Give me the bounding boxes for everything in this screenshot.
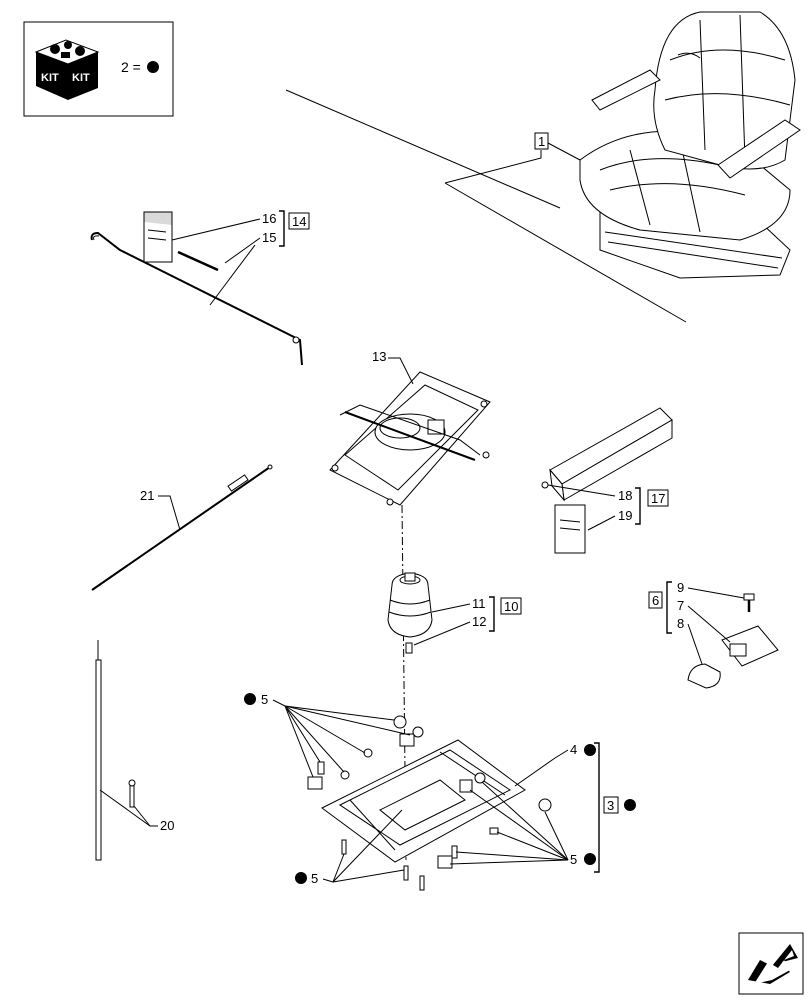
callout-10: 10 — [504, 599, 518, 614]
callout-box-14 — [288, 212, 310, 230]
callout-4: 4 — [570, 742, 577, 757]
kit-bullet-icon-5-bottom-left — [295, 872, 307, 884]
long-rod-part — [95, 640, 136, 861]
kit-bullet-icon — [147, 61, 159, 73]
callout-5-top: 5 — [261, 692, 268, 707]
callout-box-10 — [500, 597, 522, 615]
kit-box-icon — [34, 39, 100, 100]
callout-15: 15 — [262, 230, 276, 245]
kit-bullet-icon-5-bottom-right — [584, 853, 596, 865]
callout-14: 14 — [292, 214, 306, 229]
callout-7: 7 — [677, 598, 684, 613]
kit-label-left: KIT — [41, 72, 59, 84]
callout-11: 11 — [472, 596, 486, 611]
callout-8: 8 — [677, 616, 684, 631]
callout-box-1 — [534, 132, 549, 150]
seat-assembly — [285, 11, 801, 323]
cable-part — [91, 464, 273, 591]
callout-21: 21 — [140, 488, 154, 503]
kit-bullet-icon-3 — [624, 799, 636, 811]
callout-20: 20 — [160, 818, 174, 833]
callout-19: 19 — [618, 508, 632, 523]
callout-box-6 — [648, 591, 663, 609]
base-plate-part — [307, 715, 552, 891]
guide-rail-parts — [541, 407, 673, 554]
callout-9: 9 — [677, 580, 684, 595]
callout-12: 12 — [472, 614, 486, 629]
callout-17: 17 — [651, 491, 665, 506]
callout-13: 13 — [372, 349, 386, 364]
instruction-pouch-icon — [143, 211, 173, 263]
pedal-bracket-parts — [687, 593, 779, 689]
callout-box-3 — [603, 796, 619, 814]
callout-6: 6 — [652, 593, 659, 608]
air-spring-part — [387, 572, 433, 654]
callout-18: 18 — [618, 488, 632, 503]
kit-bullet-icon-5-top — [244, 693, 256, 705]
callout-box-17 — [647, 489, 669, 507]
kit-legend: KIT KIT 2 = — [23, 21, 174, 117]
next-page-arrow-icon[interactable] — [738, 932, 804, 995]
seat-swivel-frame — [329, 371, 491, 506]
callout-1: 1 — [538, 134, 545, 149]
callout-5-bottom-left: 5 — [311, 871, 318, 886]
rod-kit-parts — [90, 211, 303, 366]
kit-equation-label: 2 = — [121, 59, 141, 75]
kit-bullet-icon-4 — [584, 744, 596, 756]
callout-5-bottom-right: 5 — [570, 852, 577, 867]
callout-16: 16 — [262, 211, 276, 226]
kit-label-right: KIT — [72, 72, 90, 84]
callout-3: 3 — [607, 798, 614, 813]
